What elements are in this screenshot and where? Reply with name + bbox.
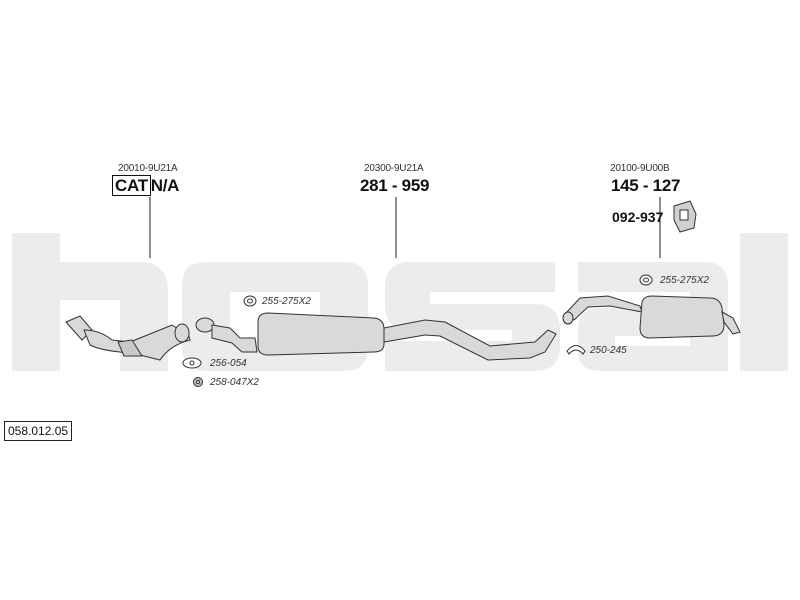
middle-silencer bbox=[195, 312, 557, 361]
accessory-label: 250-245 bbox=[590, 345, 627, 356]
bracket-part-number: 092-937 bbox=[612, 209, 664, 225]
gasket-icon bbox=[182, 357, 202, 369]
oem-number: 20300-9U21A bbox=[364, 163, 424, 174]
clamp-icon bbox=[639, 274, 653, 286]
oem-number: 20100-9U00B bbox=[610, 163, 670, 174]
part-number: 281 - 959 bbox=[360, 176, 430, 195]
clamp-icon bbox=[243, 295, 257, 307]
leader-lines bbox=[149, 197, 661, 258]
nut-icon bbox=[193, 377, 203, 387]
bracket-icon bbox=[673, 200, 697, 233]
diagram-code: 058.012.05 bbox=[4, 421, 73, 441]
part-number: 145 - 127 bbox=[611, 176, 681, 195]
accessory-label: 258-047X2 bbox=[210, 377, 259, 388]
oem-number: 20010-9U21A bbox=[118, 163, 178, 174]
accessory-label: 255-275X2 bbox=[262, 296, 311, 307]
hanger-icon bbox=[566, 345, 586, 355]
cat-part-number: N/A bbox=[150, 176, 180, 195]
accessory-label: 256-054 bbox=[210, 358, 247, 369]
cat-label: CAT bbox=[112, 175, 151, 196]
rear-silencer bbox=[562, 295, 741, 339]
accessory-label: 255-275X2 bbox=[660, 275, 709, 286]
catalytic-converter bbox=[65, 315, 191, 361]
